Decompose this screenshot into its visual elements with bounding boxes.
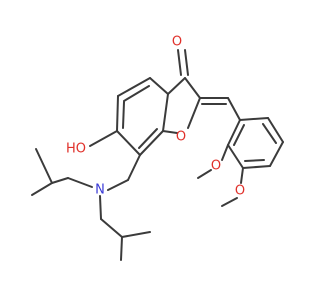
bond-inner [123,85,150,102]
diisobutylaminomethyl [31,148,151,261]
bond [197,169,212,179]
bond [187,97,201,129]
bond [116,130,141,156]
bond [121,231,151,238]
bond [221,197,238,207]
hydroxyl-label: HO [66,142,86,157]
bond [67,177,93,188]
bond [99,195,102,220]
benzene-ring-core [116,77,169,156]
bond-hydroxyl [89,130,118,147]
structure-canvas: O O HO N O O [31,35,284,261]
bond [117,77,151,97]
furanone-ring [162,49,201,134]
bond [227,144,244,169]
molecule-drawing: O O HO N O O [31,35,284,261]
bond [227,97,241,121]
bond [184,77,201,99]
bond-inner [122,101,125,129]
methoxy-groups [197,144,244,207]
methoxy-oxygen-lower-label: O [235,184,245,199]
bond [162,130,178,134]
bond [149,77,169,95]
bond [239,117,269,121]
bond [51,177,69,184]
dimethoxyphenyl-ring [227,117,284,169]
amine-nitrogen-label: N [95,183,105,198]
bond [31,182,53,196]
bond [107,179,129,191]
bond [269,141,284,167]
bond [162,93,169,132]
bond [240,167,244,184]
bond-inner [233,124,245,146]
bond [35,148,53,184]
bond [242,165,271,169]
bond-inner [138,128,158,149]
bond [116,95,119,132]
bond-carbonyl [184,49,189,76]
bond [167,77,186,95]
bond-inner [244,159,265,162]
bond [227,119,241,146]
bond [139,130,164,156]
bond-inner [262,123,277,144]
methoxy-oxygen-upper-label: O [211,159,221,174]
bond-carbonyl [177,49,182,76]
bond [120,236,123,261]
bond [267,117,284,143]
bond [221,144,229,161]
carbonyl-oxygen-label: O [172,35,182,50]
exocyclic-alkene [199,97,241,121]
bond [100,218,123,238]
ring-oxygen-label: O [176,130,186,145]
bond [127,154,141,181]
